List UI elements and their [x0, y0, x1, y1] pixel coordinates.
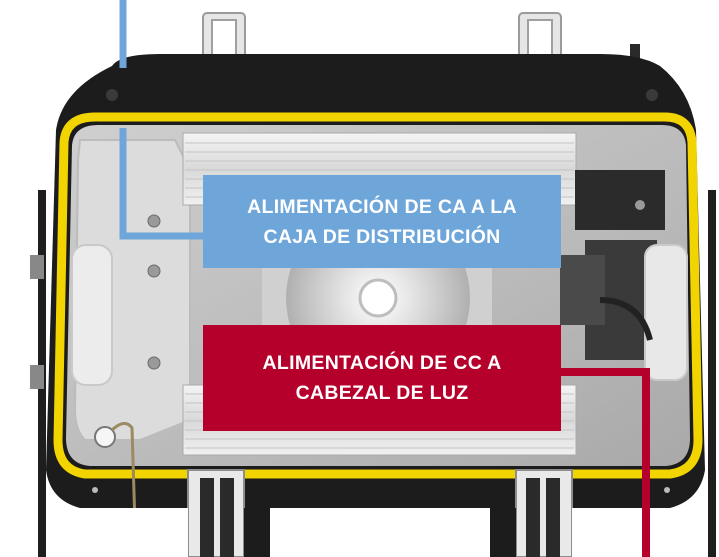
side-bolt-left-1: [30, 255, 44, 279]
ac-callout-line: [119, 0, 205, 240]
dc-label-line-2: CABEZAL DE LUZ: [295, 382, 469, 404]
bottom-foot-left: [187, 469, 245, 557]
ac-label-line-2: CAJA DE DISTRIBUCIÓN: [263, 225, 501, 248]
dc-callout-line: [561, 368, 650, 557]
left-grip: [71, 244, 113, 386]
cable-gland: [94, 426, 116, 448]
bottom-foot-right: [515, 469, 573, 557]
dc-label-line-1: ALIMENTACIÓN DE CC A: [262, 352, 502, 374]
side-rail-right: [708, 190, 716, 557]
dc-power-label: ALIMENTACIÓN DE CC A CABEZAL DE LUZ: [203, 325, 561, 431]
side-bolt-left-2: [30, 365, 44, 389]
ac-label-line-1: ALIMENTACIÓN DE CA A LA: [247, 195, 517, 218]
housing-yellow-rim: [53, 112, 703, 479]
cable-wire: [110, 422, 138, 557]
side-clip-top-right: [630, 44, 640, 66]
right-bracket: [560, 170, 688, 381]
ac-power-label: ALIMENTACIÓN DE CA A LA CAJA DE DISTRIBU…: [203, 175, 561, 268]
